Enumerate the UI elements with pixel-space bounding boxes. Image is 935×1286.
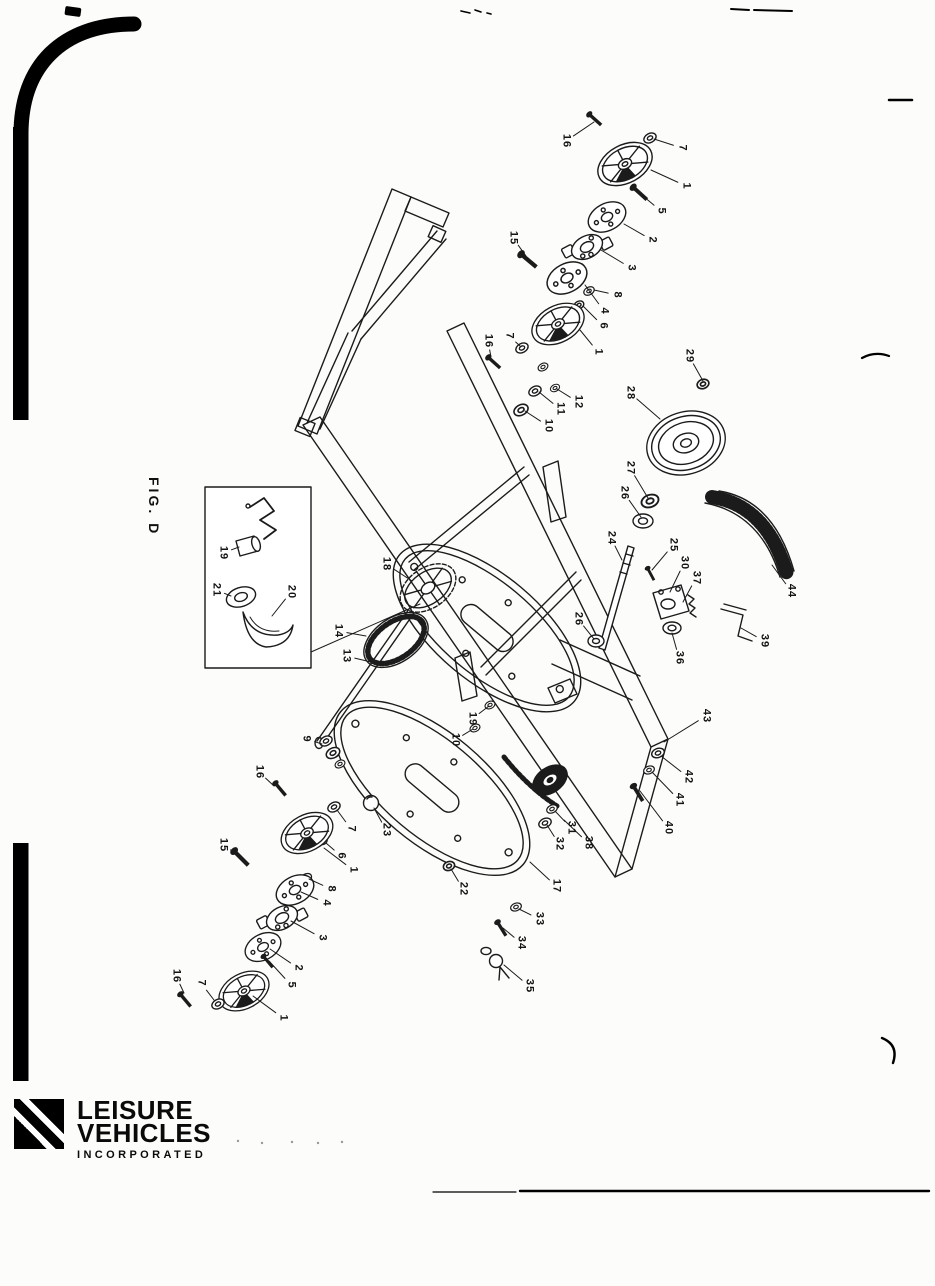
mount-bracket bbox=[720, 603, 753, 642]
lower-axle-stack bbox=[175, 733, 347, 1020]
jackshaft-chain-sprocket bbox=[314, 563, 457, 750]
logo-name-line2: VEHICLES bbox=[77, 1117, 212, 1148]
driven-pulley-cluster bbox=[587, 376, 795, 804]
drive-belt bbox=[705, 490, 794, 581]
callout-leader-lines bbox=[179, 121, 787, 1014]
figure-label: FIG. D bbox=[146, 477, 162, 537]
detail-inset-box bbox=[204, 486, 312, 669]
page-border-marks bbox=[13, 6, 931, 1193]
small-sprocket bbox=[532, 764, 568, 796]
upper-axle-stack bbox=[483, 109, 661, 419]
logo-name-line1: LEISURE bbox=[77, 1095, 194, 1125]
logo-subtitle: INCORPORATED bbox=[77, 1148, 207, 1161]
detail-inset bbox=[204, 486, 421, 669]
chain-guard-lower-panel bbox=[333, 699, 531, 877]
frame bbox=[294, 188, 669, 878]
driven-pulley bbox=[646, 410, 726, 476]
chain-guard-upper-panel bbox=[392, 543, 582, 713]
middle-hardware bbox=[362, 698, 568, 981]
logo-text: LEISURE VEHICLES INCORPORATED bbox=[77, 1095, 212, 1161]
logo-mark-icon bbox=[14, 1099, 64, 1149]
company-logo: LEISURE VEHICLES INCORPORATED bbox=[14, 1095, 212, 1161]
